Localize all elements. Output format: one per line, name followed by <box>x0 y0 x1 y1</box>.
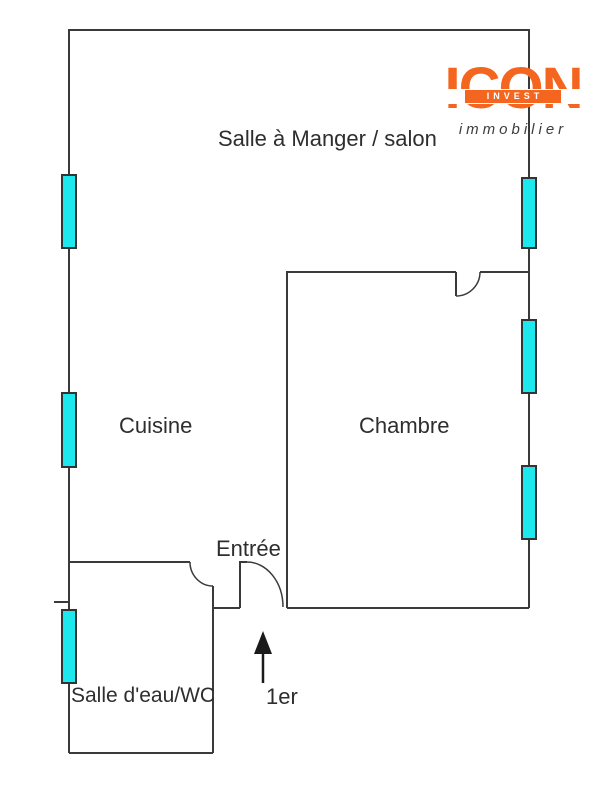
room-label-salle-eau: Salle d'eau/WC <box>71 684 216 707</box>
logo-tagline: immobilier <box>458 121 568 138</box>
window-right-upper <box>521 177 537 249</box>
room-label-salon: Salle à Manger / salon <box>218 126 437 151</box>
chambre-door-swing-arc <box>455 271 481 297</box>
room-label-entree: Entrée <box>216 536 281 561</box>
entry-door-leaf <box>239 561 247 608</box>
room-label-cuisine: Cuisine <box>119 413 193 438</box>
room-label-chambre: Chambre <box>359 413 450 438</box>
floor-arrow-head <box>254 631 272 654</box>
window-left-lower <box>61 609 77 684</box>
window-right-lower <box>521 465 537 540</box>
floor-label: 1er <box>266 684 298 709</box>
entry-door-swing-arc <box>246 561 284 608</box>
agency-logo: ICON INVEST immobilier <box>433 60 593 140</box>
salle-eau-door-swing-arc <box>189 561 214 587</box>
logo-invest-band: INVEST <box>465 90 561 103</box>
window-left-upper <box>61 174 77 249</box>
logo-icon-wordmark: ICON <box>433 60 593 118</box>
window-right-middle <box>521 319 537 394</box>
window-left-middle <box>61 392 77 468</box>
chambre-left-and-top-wall <box>286 271 456 608</box>
